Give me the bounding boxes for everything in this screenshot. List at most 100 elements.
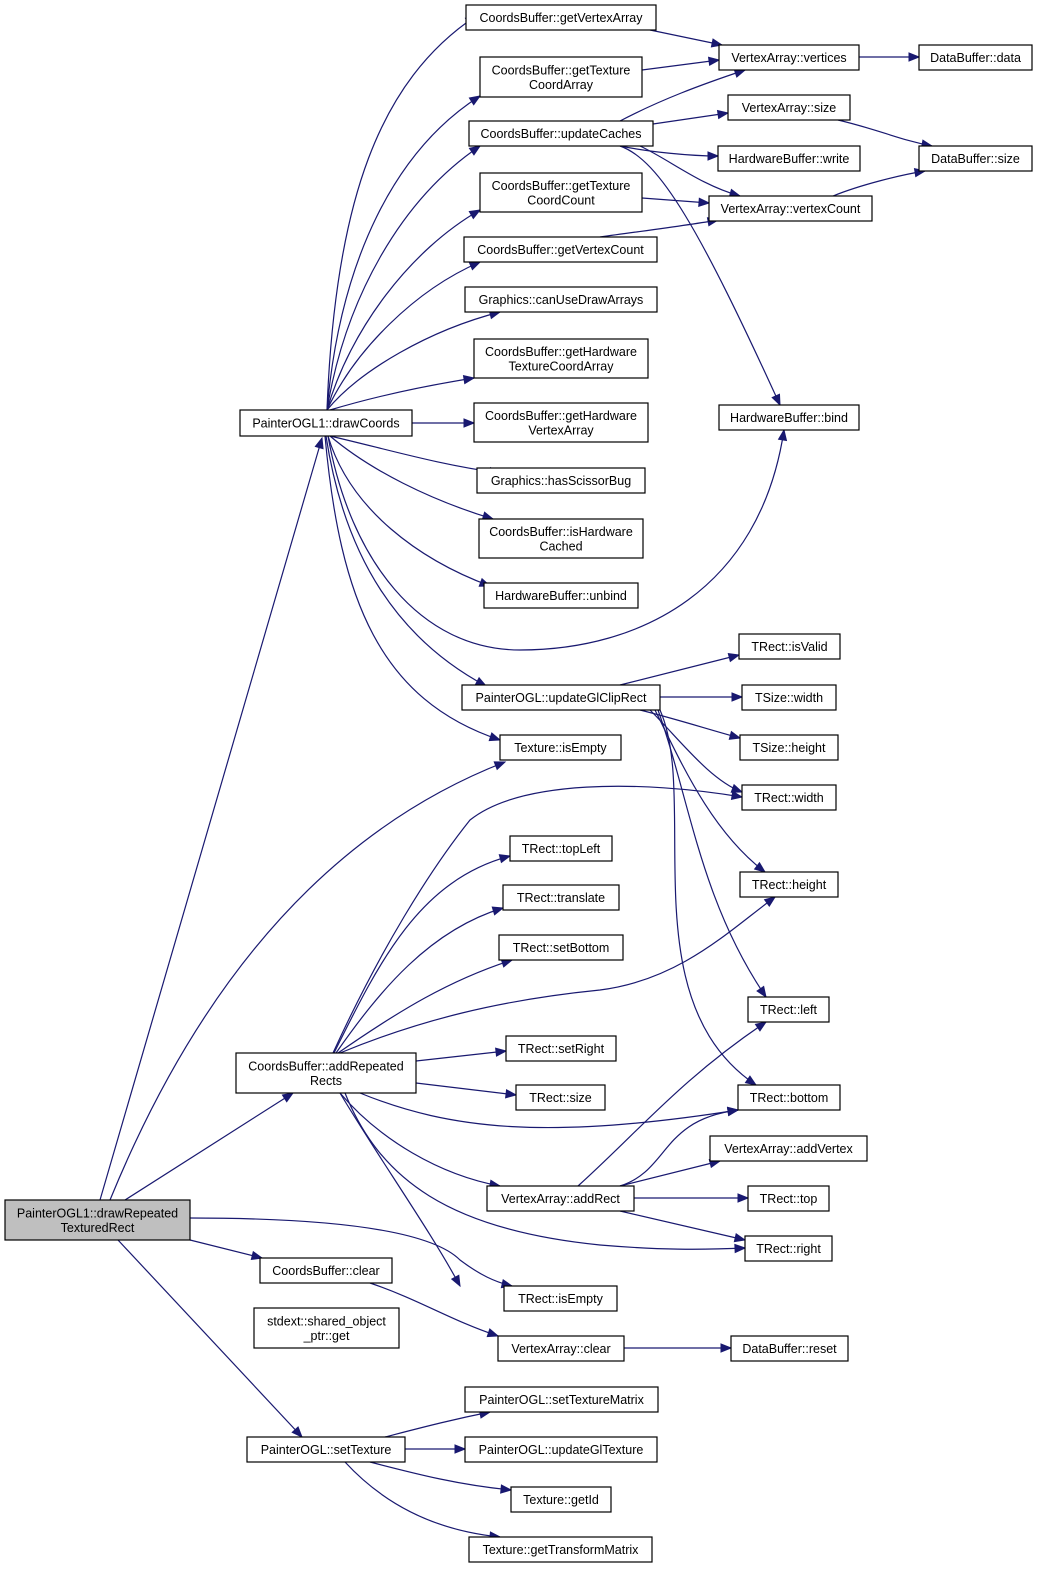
node-textureIsEmpty[interactable]: Texture::isEmpty	[499, 734, 622, 761]
node-box[interactable]	[503, 1285, 618, 1312]
node-hwWrite[interactable]: HardwareBuffer::write	[717, 145, 861, 172]
node-trBottom[interactable]: TRect::bottom	[737, 1084, 841, 1111]
node-box[interactable]	[918, 44, 1033, 71]
node-box[interactable]	[739, 871, 839, 898]
node-box[interactable]	[509, 835, 613, 862]
node-box[interactable]	[918, 145, 1033, 172]
node-box[interactable]	[473, 338, 649, 379]
node-getVertexCount[interactable]: CoordsBuffer::getVertexCount	[463, 236, 658, 263]
node-box[interactable]	[718, 404, 860, 431]
node-hwUnbind[interactable]: HardwareBuffer::unbind	[483, 582, 639, 609]
node-dbSize[interactable]: DataBuffer::size	[918, 145, 1033, 172]
node-box[interactable]	[741, 684, 837, 711]
node-trTop[interactable]: TRect::top	[747, 1185, 830, 1212]
node-hasScissorBug[interactable]: Graphics::hasScissorBug	[476, 467, 646, 494]
node-box[interactable]	[737, 1084, 841, 1111]
node-updateGlTexture[interactable]: PainterOGL::updateGlTexture	[464, 1436, 658, 1463]
node-vaClear[interactable]: VertexArray::clear	[497, 1335, 625, 1362]
node-box[interactable]	[502, 884, 620, 911]
node-box[interactable]	[463, 236, 658, 263]
node-box[interactable]	[4, 1199, 191, 1241]
node-box[interactable]	[239, 409, 413, 437]
node-trHeight[interactable]: TRect::height	[739, 871, 839, 898]
node-box[interactable]	[473, 402, 649, 443]
node-canUseDrawArrays[interactable]: Graphics::canUseDrawArrays	[464, 286, 658, 313]
node-dbData[interactable]: DataBuffer::data	[918, 44, 1033, 71]
node-trWidth[interactable]: TRect::width	[741, 784, 837, 811]
node-updateGlClipRect[interactable]: PainterOGL::updateGlClipRect	[461, 684, 661, 711]
node-getTransformMatrix[interactable]: Texture::getTransformMatrix	[468, 1536, 653, 1563]
node-rectSize[interactable]: TRect::size	[515, 1084, 606, 1111]
node-setTexture[interactable]: PainterOGL::setTexture	[246, 1436, 406, 1463]
node-box[interactable]	[461, 684, 661, 711]
node-setRight[interactable]: TRect::setRight	[505, 1035, 617, 1062]
node-box[interactable]	[498, 934, 624, 961]
node-rectIsEmpty[interactable]: TRect::isEmpty	[503, 1285, 618, 1312]
node-addRect[interactable]: VertexArray::addRect	[486, 1185, 635, 1212]
node-box[interactable]	[717, 145, 861, 172]
node-hwBind[interactable]: HardwareBuffer::bind	[718, 404, 860, 431]
node-tsHeight[interactable]: TSize::height	[739, 734, 839, 761]
node-drawCoords[interactable]: PainterOGL1::drawCoords	[239, 409, 413, 437]
node-box[interactable]	[235, 1052, 417, 1094]
node-addVertex[interactable]: VertexArray::addVertex	[709, 1135, 868, 1162]
node-tsWidth[interactable]: TSize::width	[741, 684, 837, 711]
node-box[interactable]	[510, 1486, 612, 1513]
node-dbReset[interactable]: DataBuffer::reset	[730, 1335, 849, 1362]
node-label: stdext::shared_object	[267, 1314, 386, 1328]
node-vaSize[interactable]: VertexArray::size	[727, 94, 851, 121]
node-box[interactable]	[744, 1235, 833, 1262]
node-trRight[interactable]: TRect::right	[744, 1235, 833, 1262]
node-vaVertexCount[interactable]: VertexArray::vertexCount	[708, 195, 873, 222]
node-sharedGet[interactable]: stdext::shared_object_ptr::get	[253, 1307, 400, 1349]
node-box[interactable]	[747, 1185, 830, 1212]
node-box[interactable]	[479, 56, 643, 98]
node-setBottom[interactable]: TRect::setBottom	[498, 934, 624, 961]
node-box[interactable]	[499, 734, 622, 761]
node-translate[interactable]: TRect::translate	[502, 884, 620, 911]
node-topLeft[interactable]: TRect::topLeft	[509, 835, 613, 862]
node-isValid[interactable]: TRect::isValid	[738, 633, 841, 660]
node-getVertexArray[interactable]: CoordsBuffer::getVertexArray	[465, 4, 657, 31]
node-box[interactable]	[486, 1185, 635, 1212]
node-box[interactable]	[478, 518, 644, 559]
node-box[interactable]	[730, 1335, 849, 1362]
node-box[interactable]	[515, 1084, 606, 1111]
node-box[interactable]	[727, 94, 851, 121]
node-box[interactable]	[246, 1436, 406, 1463]
node-box[interactable]	[741, 784, 837, 811]
node-cbClear[interactable]: CoordsBuffer::clear	[259, 1257, 393, 1284]
node-updateCaches[interactable]: CoordsBuffer::updateCaches	[468, 120, 654, 147]
node-box[interactable]	[464, 1436, 658, 1463]
node-box[interactable]	[253, 1307, 400, 1349]
node-getHwTexCoordArray[interactable]: CoordsBuffer::getHardwareTextureCoordArr…	[473, 338, 649, 379]
node-box[interactable]	[505, 1035, 617, 1062]
node-trLeft[interactable]: TRect::left	[747, 996, 830, 1023]
node-vaVertices[interactable]: VertexArray::vertices	[718, 44, 860, 71]
node-box[interactable]	[739, 734, 839, 761]
node-box[interactable]	[708, 195, 873, 222]
node-box[interactable]	[738, 633, 841, 660]
node-box[interactable]	[468, 120, 654, 147]
node-getId[interactable]: Texture::getId	[510, 1486, 612, 1513]
arrowhead-icon	[730, 790, 744, 800]
node-box[interactable]	[259, 1257, 393, 1284]
node-box[interactable]	[709, 1135, 868, 1162]
node-box[interactable]	[476, 467, 646, 494]
node-box[interactable]	[465, 4, 657, 31]
node-box[interactable]	[497, 1335, 625, 1362]
node-box[interactable]	[479, 172, 643, 213]
node-box[interactable]	[483, 582, 639, 609]
node-box[interactable]	[468, 1536, 653, 1563]
node-box[interactable]	[464, 1386, 659, 1413]
node-setTextureMatrix[interactable]: PainterOGL::setTextureMatrix	[464, 1386, 659, 1413]
node-box[interactable]	[747, 996, 830, 1023]
node-box[interactable]	[464, 286, 658, 313]
node-box[interactable]	[718, 44, 860, 71]
